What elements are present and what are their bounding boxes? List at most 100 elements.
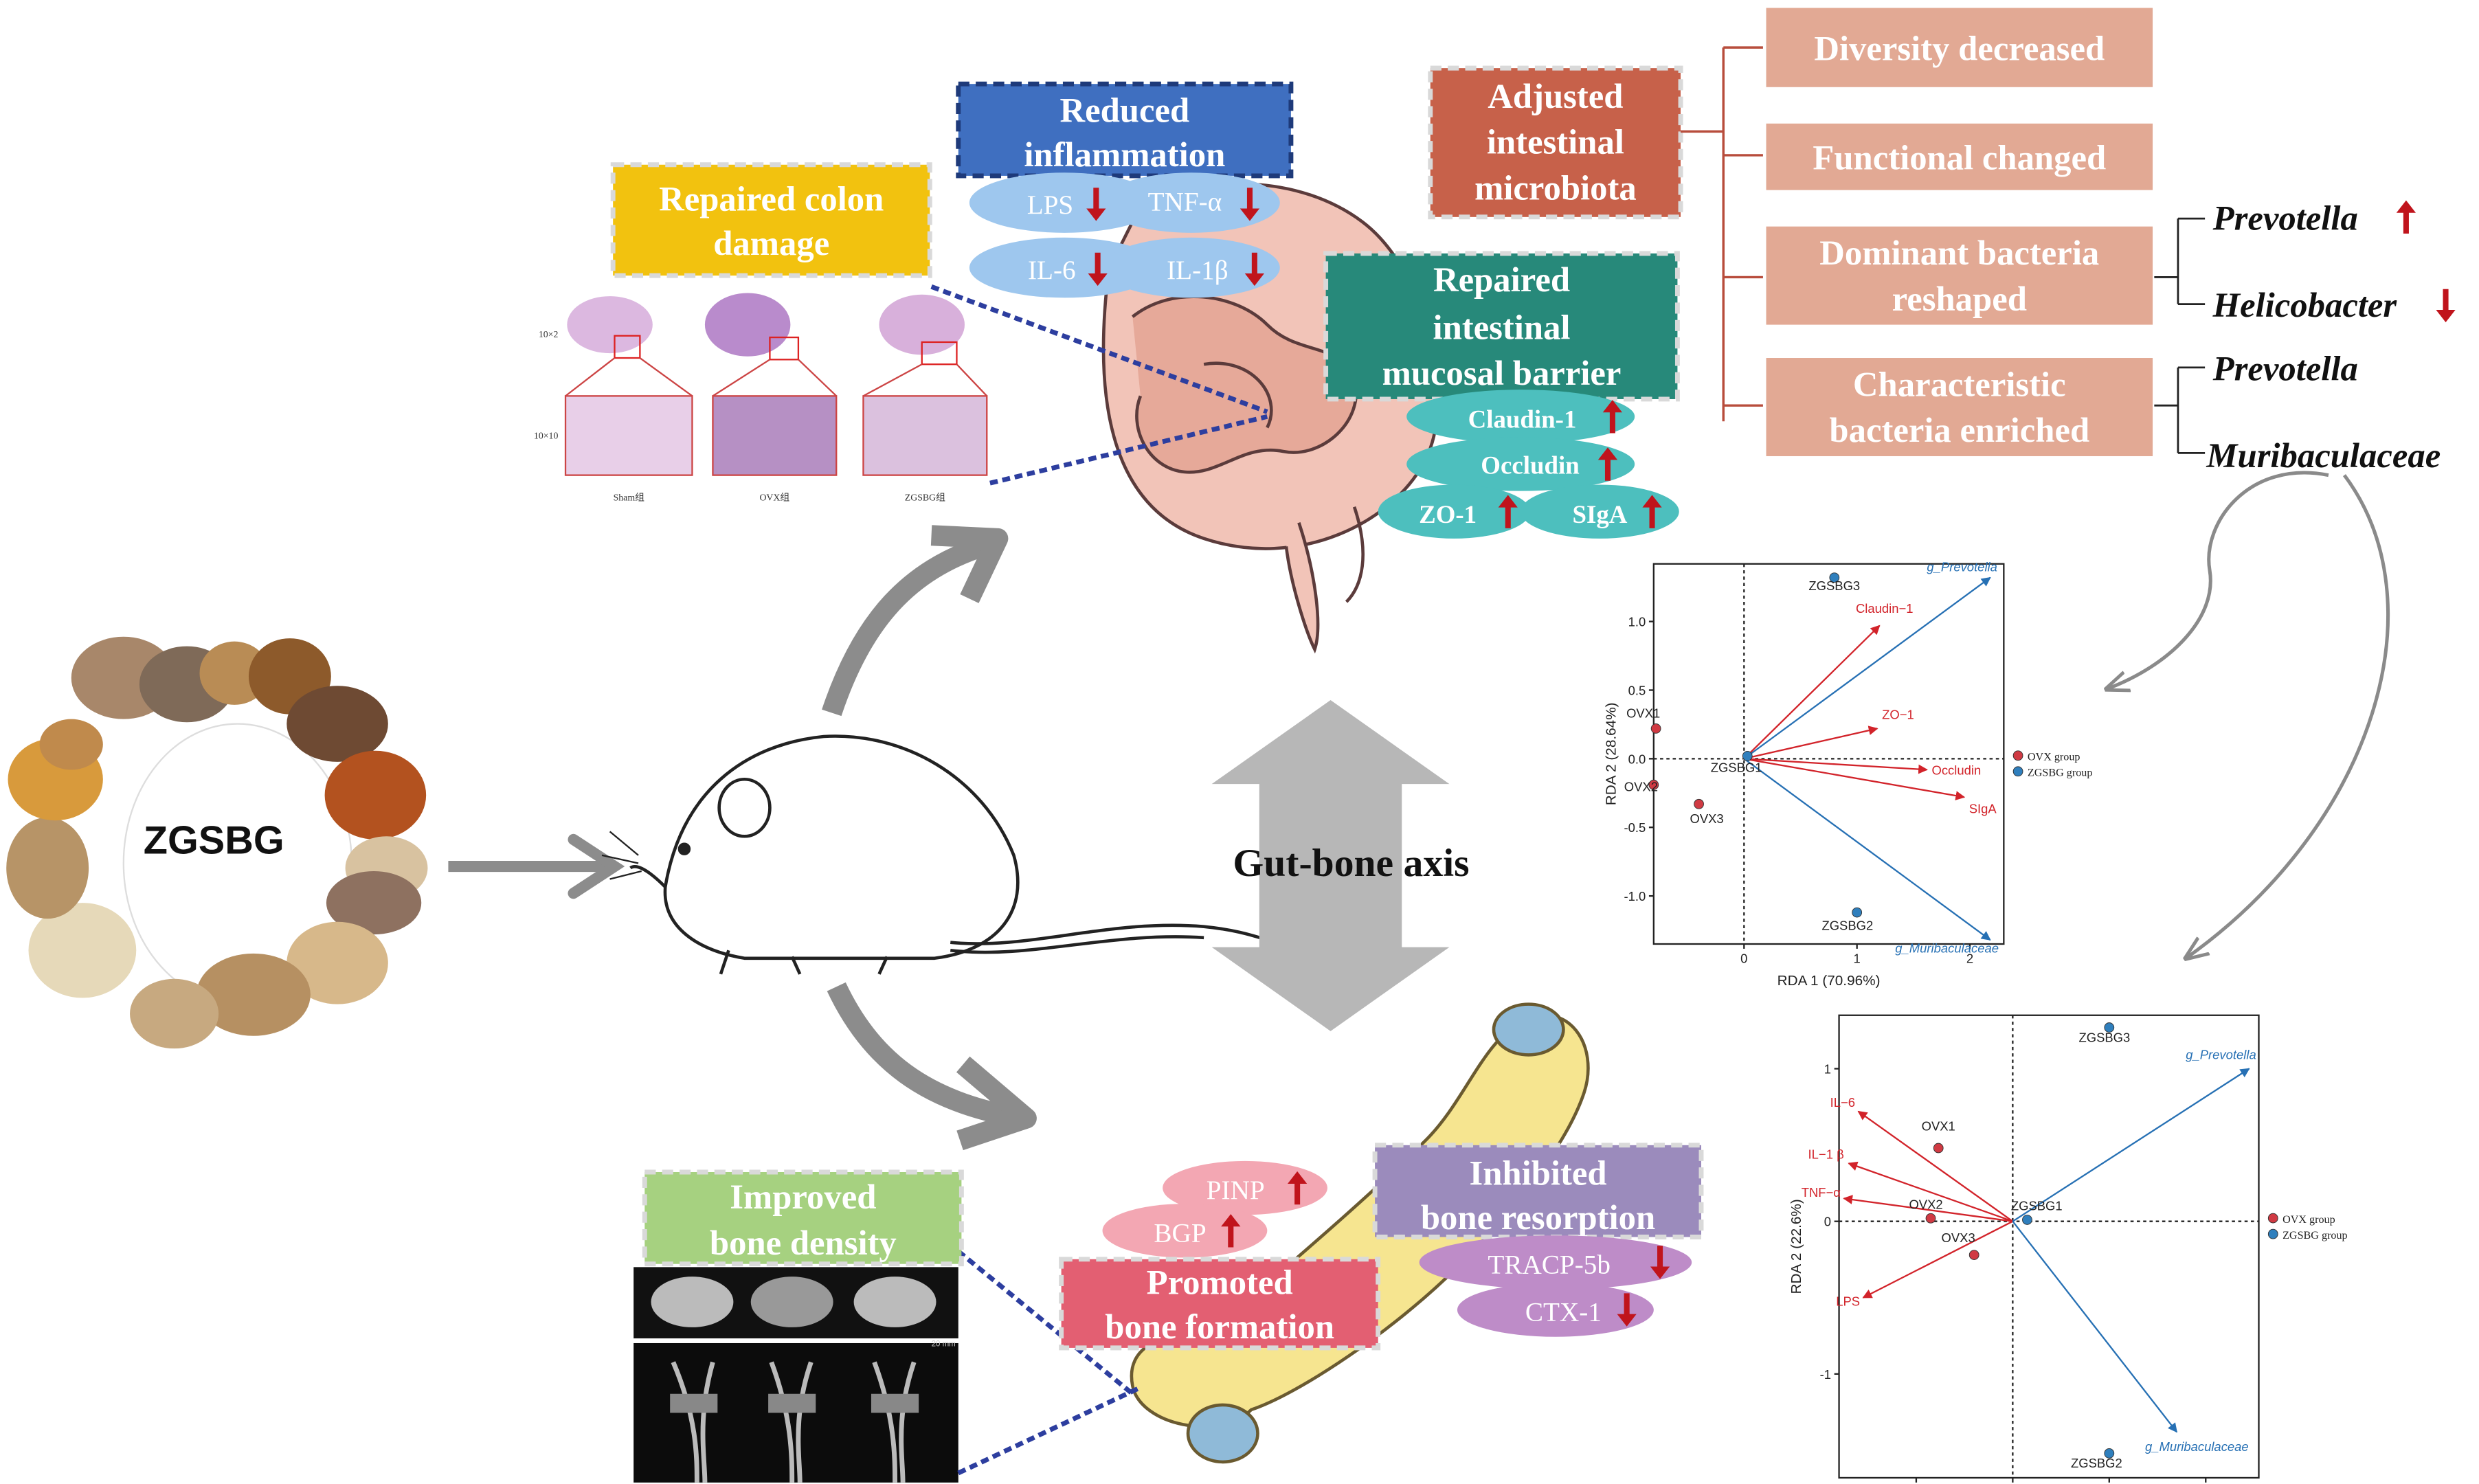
marker-siga: SIgA bbox=[1572, 500, 1627, 528]
legend-entry: OVX group bbox=[2028, 752, 2080, 763]
plot-frame bbox=[1838, 1014, 2260, 1479]
infl-title-line2: inflammation bbox=[1024, 135, 1225, 174]
x-tick-label: 2 bbox=[1966, 952, 1973, 966]
microbiota-box: Adjusted intestinal microbiota bbox=[1428, 65, 1683, 220]
histo-row2: 10×10 bbox=[534, 431, 559, 441]
inflammation-box: Reduced inflammation LPS TNF-α IL-6 IL-1… bbox=[956, 81, 1294, 298]
x-tick-label: 0 bbox=[1740, 952, 1747, 966]
vector-label: TNF−α bbox=[1802, 1185, 1841, 1200]
point-label: ZGSBG3 bbox=[2078, 1030, 2130, 1044]
marker-zo1: ZO-1 bbox=[1419, 500, 1477, 528]
marker-il1b: IL-1β bbox=[1167, 256, 1229, 285]
x-axis-label: RDA 1 (70.96%) bbox=[1777, 973, 1881, 989]
point-label: OVX2 bbox=[1624, 780, 1658, 794]
taxon-prevotella: Prevotella bbox=[2212, 349, 2358, 387]
sample-point bbox=[2104, 1448, 2115, 1459]
marker-occludin: Occludin bbox=[1481, 451, 1579, 479]
vector-arrow bbox=[1743, 758, 1991, 941]
histo-group-zgsbg: ZGSBG组 bbox=[905, 493, 945, 503]
point-label: ZGSBG1 bbox=[1711, 760, 1762, 774]
y-tick-label: -1.0 bbox=[1624, 889, 1646, 903]
histo-connector-2 bbox=[989, 414, 1268, 486]
y-tick-label: -0.5 bbox=[1624, 820, 1646, 835]
up-arrow-icon bbox=[2396, 200, 2416, 234]
point-label: ZGSBG1 bbox=[2011, 1199, 2063, 1213]
legend-entry: OVX group bbox=[2282, 1214, 2335, 1226]
barrier-box: Repaired intestinal mucosal barrier Clau… bbox=[1323, 251, 1680, 539]
legend-entry: ZGSBG group bbox=[2282, 1230, 2348, 1241]
vector-label: SIgA bbox=[1969, 801, 1997, 816]
sample-point bbox=[1648, 779, 1659, 790]
rat-to-bone-arrow bbox=[827, 982, 1016, 1127]
vector-arrow bbox=[1744, 758, 1966, 800]
microbiota-tree: Diversity decreased Functional changed D… bbox=[1681, 8, 2456, 958]
y-axis-label: RDA 2 (28.64%) bbox=[1604, 702, 1619, 805]
histo-row1: 10×2 bbox=[539, 329, 559, 339]
rat-to-gut-arrowhead bbox=[930, 525, 1009, 603]
point-label: OVX1 bbox=[1626, 706, 1660, 720]
resorption-title-line1: Inhibited bbox=[1469, 1154, 1606, 1192]
colon-title-line1: Repaired colon bbox=[659, 180, 884, 218]
density-title-line2: bone density bbox=[710, 1224, 897, 1262]
point-label: OVX1 bbox=[1922, 1119, 1955, 1134]
vector-arrow bbox=[1843, 1195, 2013, 1222]
point-label: ZGSBG2 bbox=[2071, 1456, 2122, 1470]
infl-title-line1: Reduced bbox=[1059, 91, 1189, 130]
y-tick-label: 1 bbox=[1824, 1061, 1831, 1076]
vector-label: LPS bbox=[1836, 1294, 1860, 1308]
y-tick-label: -1 bbox=[1820, 1367, 1831, 1382]
item-dominant-2: reshaped bbox=[1892, 280, 2027, 318]
legend-marker bbox=[2012, 766, 2023, 777]
vector-arrow bbox=[1744, 758, 1928, 774]
vector-arrow bbox=[1744, 726, 1878, 760]
item-functional: Functional changed bbox=[1813, 139, 2106, 177]
ct-connector-2 bbox=[957, 1385, 1142, 1476]
vector-arrow bbox=[1857, 1110, 2014, 1222]
sample-point bbox=[2104, 1022, 2115, 1033]
down-arrow-icon bbox=[2436, 289, 2456, 323]
bone-ct-panel: 20 mm bbox=[633, 1267, 958, 1483]
taxon-muribaculaceae: Muribaculaceae bbox=[2206, 436, 2441, 475]
marker-ctx: CTX-1 bbox=[1525, 1298, 1602, 1327]
vector-label: g_Prevotella bbox=[2186, 1048, 2256, 1062]
sample-point bbox=[1694, 798, 1704, 809]
legend-marker bbox=[2267, 1213, 2278, 1224]
herb-slices bbox=[6, 636, 428, 1049]
resorption-title-line2: bone resorption bbox=[1421, 1198, 1655, 1237]
marker-pinp: PINP bbox=[1207, 1176, 1265, 1205]
sample-point bbox=[1933, 1143, 1944, 1154]
vector-label: g_Muribaculaceae bbox=[1895, 941, 1999, 955]
vector-label: ZO−1 bbox=[1882, 708, 1914, 722]
taxon-helicobacter-down: Helicobacter bbox=[2212, 286, 2398, 324]
marker-lps: LPS bbox=[1027, 190, 1074, 220]
vector-label: IL−6 bbox=[1830, 1095, 1855, 1110]
item-characteristic-1: Characteristic bbox=[1853, 365, 2066, 403]
colon-damage-box: Repaired colon damage bbox=[610, 162, 932, 278]
histo-connector-1 bbox=[930, 284, 1268, 414]
herb-to-rat-arrow bbox=[448, 833, 625, 899]
rat-to-bone-arrowhead bbox=[956, 1056, 1037, 1151]
micro-title-line1: Adjusted bbox=[1488, 77, 1623, 115]
marker-il6: IL-6 bbox=[1028, 256, 1076, 285]
point-label: ZGSBG2 bbox=[1821, 918, 1873, 932]
marker-tnf: TNF-α bbox=[1148, 188, 1222, 217]
vector-label: Occludin bbox=[1931, 763, 1981, 777]
micro-title-line2: intestinal bbox=[1487, 123, 1624, 161]
bone-resorption-box: Inhibited bone resorption TRACP-5b CTX-1 bbox=[1372, 1143, 1704, 1337]
sample-point bbox=[1742, 750, 1753, 761]
formation-title-line2: bone formation bbox=[1105, 1307, 1334, 1346]
marker-bgp: BGP bbox=[1154, 1218, 1206, 1248]
point-label: OVX3 bbox=[1690, 811, 1724, 826]
sample-point bbox=[1852, 907, 1863, 918]
barrier-title-line2: intestinal bbox=[1433, 308, 1571, 346]
legend-marker bbox=[2267, 1228, 2278, 1239]
y-tick-label: 1.0 bbox=[1628, 615, 1646, 629]
rat-to-gut-arrow bbox=[822, 537, 986, 717]
formation-title-line1: Promoted bbox=[1147, 1263, 1293, 1302]
taxon-prevotella-up: Prevotella bbox=[2212, 199, 2358, 237]
ct-scale-label: 20 mm bbox=[932, 1340, 956, 1349]
